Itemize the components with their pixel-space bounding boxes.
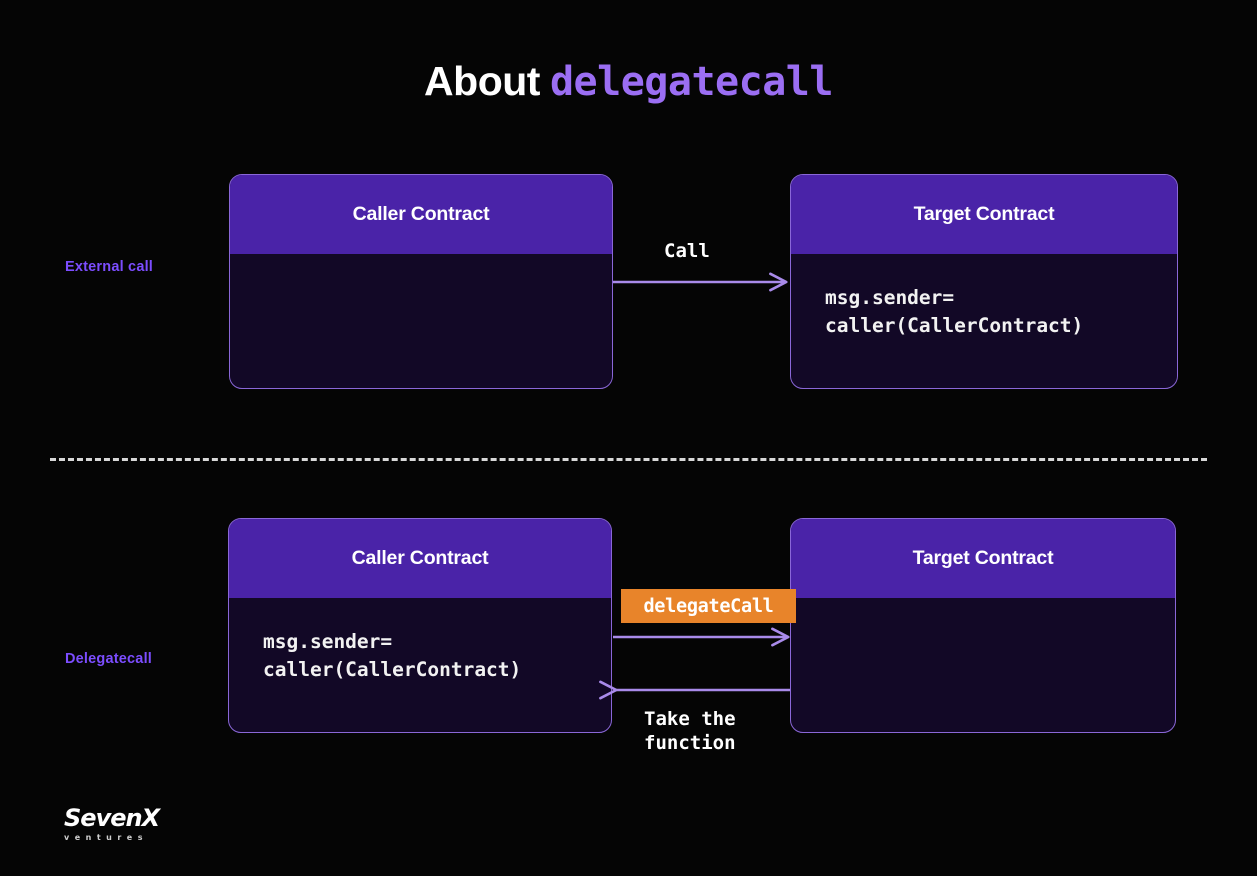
logo-tagline: Ventures [64,833,148,842]
title-prefix: About [424,58,540,104]
target-contract-box-top: Target Contract msg.sender= caller(Calle… [790,174,1178,389]
arrow-label-call: Call [664,240,710,262]
target-contract-title-top: Target Contract [913,203,1055,225]
title-keyword: delegatecall [549,59,833,105]
caller-contract-box-top: Caller Contract [229,174,613,389]
caller-contract-title-bottom: Caller Contract [351,547,489,569]
sevenx-ventures-logo: SevenX Ventures [64,806,194,842]
caller-contract-title-top: Caller Contract [352,203,490,225]
target-contract-title-bottom: Target Contract [912,547,1054,569]
target-contract-body-top: msg.sender= caller(CallerContract) [791,254,1177,339]
target-contract-code-top: msg.sender= caller(CallerContract) [825,286,1084,337]
caller-contract-box-bottom: Caller Contract msg.sender= caller(Calle… [228,518,612,733]
target-contract-box-bottom: Target Contract [790,518,1176,733]
row-label-external-call: External call [65,259,154,275]
target-contract-header-bottom: Target Contract [791,519,1175,598]
caller-contract-code-bottom: msg.sender= caller(CallerContract) [263,630,522,681]
caller-contract-body-top [230,254,612,284]
target-contract-header-top: Target Contract [791,175,1177,254]
caller-contract-header-top: Caller Contract [230,175,612,254]
target-contract-body-bottom [791,598,1175,628]
row-label-delegatecall: Delegatecall [65,651,153,667]
caller-contract-body-bottom: msg.sender= caller(CallerContract) [229,598,611,683]
delegatecall-badge-label: delegateCall [643,595,774,617]
arrow-label-take-the-function: Take the function [644,708,736,755]
logo-name: SevenX [64,804,160,832]
caller-contract-header-bottom: Caller Contract [229,519,611,598]
section-divider [50,458,1207,461]
delegatecall-badge: delegateCall [621,589,796,623]
